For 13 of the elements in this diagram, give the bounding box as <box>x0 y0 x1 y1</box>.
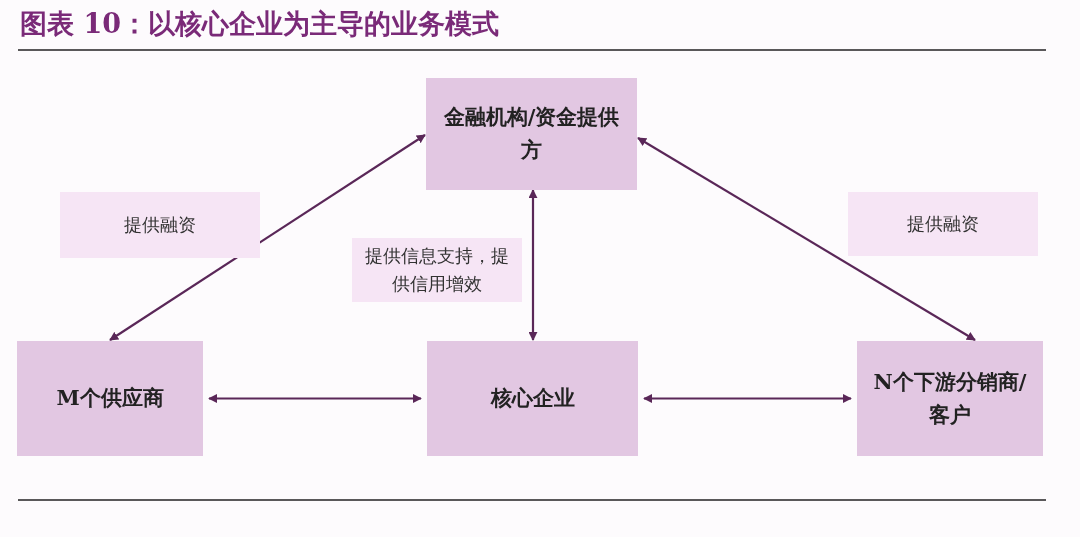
double-arrow <box>208 394 422 403</box>
double-arrow <box>528 189 538 341</box>
title: 图表 10：以核心企业为主导的业务模式 <box>20 7 499 41</box>
double-arrow <box>643 394 852 403</box>
double-arrow <box>109 134 426 341</box>
edge-label: 提供融资 <box>848 192 1038 256</box>
double-arrow <box>637 137 976 341</box>
entity-box: M个供应商 <box>17 341 203 456</box>
entity-box: 核心企业 <box>427 341 638 456</box>
entity-box: N个下游分销商/客户 <box>857 341 1043 456</box>
edge-label: 提供信息支持，提供信用增效 <box>352 238 522 302</box>
entity-box: 金融机构/资金提供方 <box>426 78 637 190</box>
edge-label: 提供融资 <box>60 192 260 258</box>
